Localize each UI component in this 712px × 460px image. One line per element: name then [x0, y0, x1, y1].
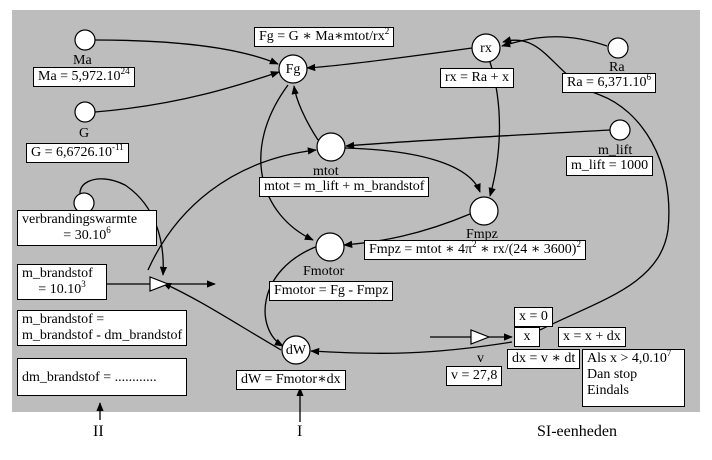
- verbrand-line2: = 30.10: [63, 228, 107, 243]
- stop-line3: Eindals: [587, 383, 629, 398]
- dm-brandstof-equation: dm_brandstof = ............: [17, 358, 187, 396]
- mlift-label: m_lift: [598, 143, 633, 158]
- fmpz-node: [469, 196, 499, 226]
- wire-fg-fmotor: [260, 84, 314, 241]
- x-initial: x = 0: [514, 307, 553, 327]
- ma-node: [74, 29, 96, 51]
- wire-g-fg: [94, 71, 280, 113]
- verbrand-line1: verbrandingswarmte: [22, 212, 138, 227]
- fmpz-equation: Fmpz = mtot ∗ 4π2 ∗ rx/(24 ∗ 3600)2: [364, 240, 586, 260]
- wire-fmpz-fmotor: [343, 213, 471, 248]
- fmpz-equation-text: Fmpz = mtot ∗ 4π: [369, 242, 473, 257]
- wire-x-rx: [502, 36, 670, 331]
- wire-ra-rx: [501, 36, 608, 48]
- wire-verbrand-valve: [79, 178, 168, 276]
- ra-label: Ra: [609, 60, 625, 75]
- fg-node: [278, 54, 308, 84]
- x-stock: x: [514, 327, 540, 347]
- ma-equation-exp: 24: [120, 66, 130, 76]
- verbrand-equation: verbrandingswarmte = 30.106: [17, 210, 157, 246]
- stop-line1: Als x > 4,0.10: [587, 351, 667, 366]
- fmotor-node: [315, 232, 345, 262]
- ma-equation-text: Ma = 5,972.10: [38, 69, 121, 84]
- stop-line2: Dan stop: [587, 367, 638, 382]
- g-equation-exp: -11: [112, 142, 124, 152]
- wire-mtot-fmpz: [344, 147, 481, 193]
- stop-condition: Als x > 4,0.107 Dan stop Eindals: [582, 349, 685, 407]
- stop-exp: 7: [666, 348, 672, 358]
- label-ii: II: [93, 423, 104, 440]
- wire-fmotor-dw: [264, 245, 319, 347]
- fg-equation-text: Fg = G ∗ Ma∗mtot/rx: [259, 29, 385, 44]
- wire-dw-valve: [162, 282, 282, 351]
- mbrand-update: m_brandstof = m_brandstof - dm_brandstof: [17, 310, 188, 346]
- g-label: G: [79, 126, 90, 141]
- mlift-equation: m_lift = 1000: [566, 156, 654, 176]
- v-label: v: [477, 351, 484, 366]
- mtot-node: [316, 132, 346, 162]
- v-equation: v = 27,8: [446, 366, 503, 386]
- wire-mtot-fg: [291, 85, 319, 141]
- rx-node: [471, 33, 501, 63]
- wire-rx-fg: [306, 47, 473, 72]
- wire-mlift-mtot: [345, 129, 611, 149]
- dm-brandstof-text: dm_brandstof = ............: [22, 370, 157, 385]
- mbrand-exp: 3: [81, 279, 86, 289]
- ra-equation-text: Ra = 6,371.10: [567, 75, 647, 90]
- fg-equation-exp: 2: [384, 26, 390, 36]
- mbrand-update-line2: m_brandstof - dm_brandstof: [22, 328, 183, 343]
- dw-label: dW: [285, 343, 307, 358]
- ra-equation: Ra = 6,371.106: [562, 73, 656, 93]
- mbrand-line1: m_brandstof: [22, 266, 93, 281]
- fmpz-equation-exp2: 2: [576, 239, 581, 249]
- label-i: I: [297, 423, 303, 440]
- ra-node: [607, 37, 629, 59]
- mtot-equation: mtot = m_lift + m_brandstof: [259, 177, 430, 197]
- fg-equation: Fg = G ∗ Ma∗mtot/rx2: [254, 26, 395, 47]
- rx-label: rx: [480, 41, 492, 56]
- ma-equation: Ma = 5,972.1024: [33, 67, 135, 87]
- g-equation-text: G = 6,6726.10: [31, 145, 113, 160]
- mlift-node: [609, 119, 631, 141]
- fuel-valve: [149, 276, 170, 292]
- rx-equation: rx = Ra + x: [440, 68, 515, 88]
- fmpz-label: Fmpz: [466, 227, 498, 242]
- v-valve: [470, 329, 491, 345]
- x-update: x = x + dx: [558, 327, 626, 347]
- mtot-label: mtot: [313, 164, 339, 179]
- wire-x-dw: [310, 341, 513, 356]
- g-node: [74, 101, 96, 123]
- ra-equation-exp: 6: [646, 72, 651, 82]
- mbrand-line2: = 10.10: [38, 282, 82, 297]
- dx-equation: dx = v ∗ dt: [507, 349, 581, 369]
- mbrand-update-line1: m_brandstof =: [22, 312, 105, 327]
- fmpz-equation-exp1: 2: [472, 239, 477, 249]
- g-equation: G = 6,6726.10-11: [26, 143, 129, 163]
- wire-ma-fg: [94, 39, 279, 65]
- mbrand-stock: m_brandstof = 10.103: [17, 264, 107, 300]
- fmpz-equation-mid: ∗ rx/(24 ∗ 3600): [476, 242, 577, 257]
- fmotor-equation: Fmotor = Fg - Fmpz: [269, 281, 394, 301]
- fmotor-label: Fmotor: [303, 264, 345, 279]
- ma-label: Ma: [73, 53, 92, 68]
- fg-label: Fg: [285, 62, 301, 77]
- dw-equation: dW = Fmotor∗dx: [236, 370, 346, 390]
- wire-mbrand-mtot: [147, 147, 317, 271]
- label-si-units: SI-eenheden: [537, 423, 617, 440]
- dw-node: [281, 335, 311, 365]
- verbrand-exp: 6: [106, 225, 111, 235]
